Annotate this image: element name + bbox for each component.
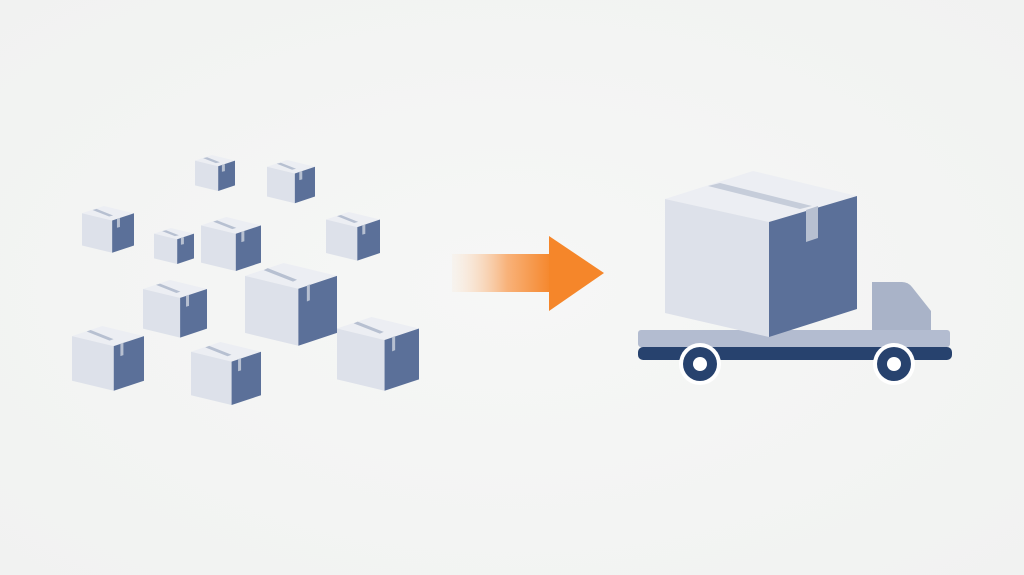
small-box-front [245, 275, 299, 346]
small-box-tape-flap [362, 224, 366, 235]
small-box-front [326, 219, 358, 261]
small-box-tape-flap [116, 218, 120, 228]
small-box-tape [213, 220, 237, 230]
small-box-tape [276, 162, 297, 170]
truck-flatbed [638, 330, 950, 347]
front-wheel-icon [873, 343, 915, 385]
arrow-head [549, 236, 604, 311]
small-box [245, 263, 337, 346]
small-box-tape [205, 345, 232, 357]
large-box-tape-flap [806, 206, 818, 242]
small-box [195, 155, 235, 191]
small-box-front [191, 351, 232, 405]
small-box-tape-flap [221, 164, 225, 172]
small-box [82, 206, 134, 253]
small-box-front [143, 288, 181, 338]
small-box-tape-flap [392, 335, 396, 352]
large-box-side [769, 196, 857, 337]
small-box-tape [162, 230, 179, 237]
delivery-truck [638, 171, 952, 385]
consolidation-arrow [452, 236, 604, 311]
small-box-front [337, 328, 385, 391]
rear-wheel-icon [679, 343, 721, 385]
small-box-tape [263, 268, 298, 282]
small-box [72, 326, 144, 391]
small-box-tape [155, 283, 181, 293]
small-box [337, 317, 419, 391]
small-box-tape [336, 215, 359, 223]
large-box-front [665, 199, 769, 337]
small-box-front [201, 225, 236, 271]
small-box-tape [92, 208, 114, 217]
small-box-front [82, 213, 113, 253]
small-box-tape-flap [120, 342, 124, 357]
small-box [143, 280, 207, 338]
small-box-tape-flap [306, 284, 310, 302]
small-box-front [267, 166, 295, 204]
small-box-tape [86, 330, 114, 341]
small-box-front [72, 336, 114, 391]
small-box-tape-flap [180, 237, 184, 245]
large-cargo-box [665, 171, 857, 337]
small-box-tape-flap [186, 294, 190, 307]
small-box-tape-flap [299, 171, 303, 181]
small-box-tape-flap [238, 358, 242, 372]
small-box-tape-flap [241, 230, 245, 243]
small-box-front [154, 233, 178, 264]
small-box [201, 217, 261, 271]
small-box [191, 342, 261, 405]
small-box [154, 228, 194, 264]
small-box-tape [203, 157, 220, 164]
large-box-tape [708, 183, 812, 209]
small-box [267, 160, 315, 204]
small-boxes-group [72, 155, 419, 405]
small-box-front [195, 160, 219, 191]
small-box [326, 212, 380, 261]
truck-cab [872, 282, 931, 332]
small-box-tape [353, 321, 384, 334]
arrow-shaft [452, 254, 552, 292]
